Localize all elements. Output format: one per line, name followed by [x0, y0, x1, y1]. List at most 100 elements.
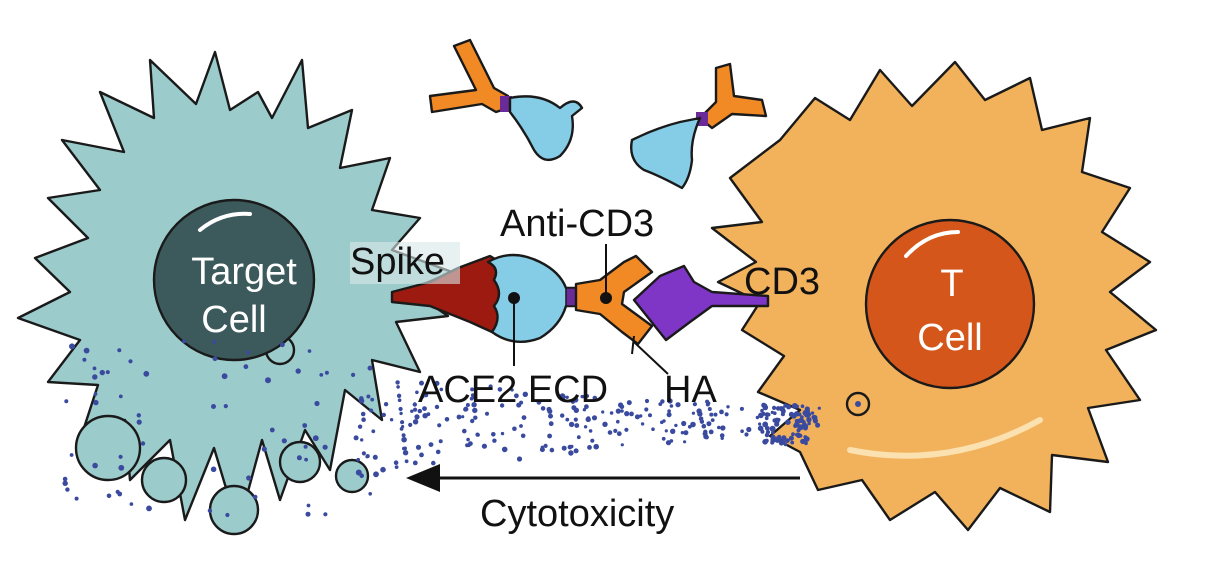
granule-dot [629, 411, 634, 417]
target-cell-label-line2: Cell [201, 299, 266, 341]
granule-dot [252, 494, 258, 500]
granule-dot [547, 408, 553, 414]
granule-dot [568, 450, 574, 456]
granule-dot [412, 419, 419, 425]
granule-dot [583, 425, 588, 429]
granule-dot [419, 380, 424, 386]
cytotoxicity-label: Cytotoxicity [480, 493, 674, 535]
granule-dot [669, 439, 674, 443]
granule-dot [634, 414, 640, 420]
granule-dot [761, 411, 766, 416]
granule-dot [74, 496, 79, 501]
membrane-highlight [847, 417, 1043, 459]
granule-dot [488, 384, 493, 389]
granule-dot [618, 402, 624, 408]
arrow-head [406, 464, 440, 492]
granule-dot [796, 434, 801, 439]
granule-dot [105, 370, 110, 375]
granule-dot [303, 444, 308, 449]
granule-dot [778, 440, 784, 446]
granule-dot [772, 418, 777, 423]
granule-dot [811, 414, 818, 421]
granule-dot [772, 405, 777, 410]
granule-dot [744, 432, 749, 437]
granule-dot [519, 400, 524, 405]
ha-tag [631, 335, 635, 355]
granule-dot [365, 455, 369, 459]
granule-dot [549, 447, 555, 453]
granule-dot [719, 433, 725, 438]
granule-dot [118, 394, 123, 399]
granule-dot [246, 350, 251, 355]
granule-dot [573, 417, 578, 422]
granule-dot [381, 412, 386, 418]
granule-dot [117, 491, 123, 497]
granule-dot [771, 430, 775, 435]
granule-dot [510, 388, 514, 392]
granule-dot [223, 404, 228, 409]
granule-dot [324, 370, 329, 375]
granule-dot [456, 414, 462, 420]
granule-dot [428, 442, 434, 447]
granule-dot [369, 408, 374, 413]
granule-dot [764, 412, 770, 418]
target-nucleus [152, 198, 316, 362]
granule-dot [664, 429, 668, 433]
granule-dot [775, 435, 781, 441]
granule-dot [404, 459, 409, 464]
granule-dot [587, 445, 592, 450]
granule-dot [512, 426, 517, 432]
granule-dot [129, 502, 134, 506]
granule-dot [92, 366, 97, 371]
granule-dot [401, 436, 407, 443]
granule-dot [640, 422, 645, 426]
granule-dot [758, 422, 762, 426]
granule-dot [683, 430, 689, 436]
granule-dot [323, 512, 328, 517]
granule-dot [419, 452, 424, 458]
granule-dot [261, 446, 267, 452]
granule-dot [740, 429, 744, 434]
granule-dot [472, 395, 478, 400]
granule-dot [491, 432, 496, 437]
granule-dot [726, 405, 730, 409]
granule-dot [624, 411, 630, 417]
granule-dot [82, 357, 87, 362]
granule-dot [586, 417, 591, 422]
granule-dot [601, 410, 605, 414]
granule-dot [703, 434, 709, 440]
granule-dot [360, 411, 366, 417]
granule-dot [791, 403, 798, 409]
ace2-fragment [508, 95, 584, 162]
granule-dot [434, 404, 440, 410]
granule-dot [620, 409, 624, 413]
granule-dot [357, 424, 363, 429]
ha-label: HA [664, 369, 717, 411]
granule-dot [658, 402, 663, 406]
granule-dot [468, 441, 473, 446]
granule-dot [648, 413, 652, 418]
granule-dot [296, 455, 302, 461]
granule-dot [497, 387, 503, 392]
granule-dot [764, 416, 769, 421]
granule-dot [307, 349, 312, 353]
granule-dot [802, 410, 809, 416]
granule-dot [246, 475, 252, 481]
granule-dot [582, 394, 587, 399]
granule-dot [675, 402, 681, 408]
granule-dot [410, 409, 414, 413]
granule-dot [434, 380, 440, 386]
granule-dot [403, 446, 407, 451]
granule-dot [644, 407, 649, 412]
granule-dot [574, 423, 580, 428]
granule-dot [661, 436, 666, 441]
granule-dot [469, 396, 474, 401]
granule-dot [660, 420, 664, 425]
granule-dot [540, 406, 546, 411]
granule-dot [412, 460, 418, 466]
granule-dot [322, 444, 328, 450]
granule-dot [358, 398, 365, 404]
granule-dot [667, 409, 671, 413]
granule-dot [624, 427, 629, 432]
granule-dot [626, 400, 632, 406]
